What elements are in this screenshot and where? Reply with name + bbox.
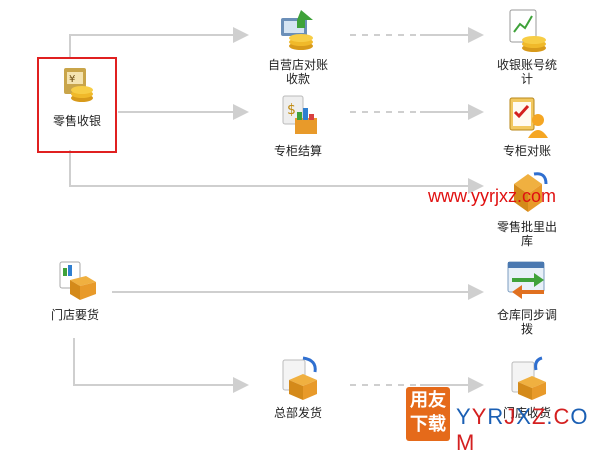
connector-retail-to-batch xyxy=(69,150,484,194)
node-warehouse-sync[interactable]: 仓库同步调拨 xyxy=(492,258,562,336)
selected-highlight-frame xyxy=(37,57,117,153)
transfer-arrows-icon xyxy=(507,261,545,299)
connector-request-to-hq xyxy=(73,338,249,393)
watermark-url: www.yyrjxz.com xyxy=(428,186,557,206)
node-counter-settle-label: 专柜结算 xyxy=(273,144,322,158)
node-own-store-recon-label: 自营店对账收款 xyxy=(267,58,328,86)
box-arrow-icon xyxy=(514,172,548,212)
node-store-request[interactable]: 门店要货 xyxy=(40,258,110,322)
node-cash-account-stats-label: 收银账号统计 xyxy=(496,58,557,86)
node-retail-cash-label: 零售收银 xyxy=(52,114,101,128)
site-logo-text: YYRJXZ.COM xyxy=(456,404,589,455)
badge-line-2: 下载 xyxy=(410,414,446,435)
counter-settle-icon: $ xyxy=(282,95,317,134)
store-payment-icon xyxy=(281,10,313,50)
flow-connectors xyxy=(69,27,484,393)
badge-line-1: 用友 xyxy=(410,390,446,411)
store-request-icon xyxy=(59,261,96,300)
node-counter-settle[interactable]: $ 专柜结算 xyxy=(263,94,333,158)
connector-retail-to-own-store xyxy=(69,27,249,58)
site-logo: YYRJXZ.COM xyxy=(456,404,602,456)
node-retail-batch-out-label: 零售批里出库 xyxy=(496,220,557,248)
node-counter-recon[interactable]: 专柜对账 xyxy=(492,94,562,158)
node-retail-batch-out[interactable]: 零售批里出库 xyxy=(492,170,562,248)
node-store-receive-label: 门店收货 xyxy=(502,406,551,420)
node-hq-ship-label: 总部发货 xyxy=(273,406,322,420)
node-retail-cash[interactable]: ¥ 零售收银 xyxy=(42,64,112,128)
node-store-receive[interactable]: 门店收货 xyxy=(492,356,562,420)
node-hq-ship[interactable]: 总部发货 xyxy=(263,356,333,420)
stats-chart-icon xyxy=(509,9,546,52)
node-store-request-label: 门店要货 xyxy=(50,308,99,322)
checklist-user-icon xyxy=(509,97,548,138)
node-cash-account-stats[interactable]: 收银账号统计 xyxy=(492,8,562,86)
node-warehouse-sync-label: 仓库同步调拨 xyxy=(496,308,557,336)
node-counter-recon-label: 专柜对账 xyxy=(502,144,551,158)
ship-box-icon xyxy=(282,356,317,400)
node-own-store-recon[interactable]: 自营店对账收款 xyxy=(263,8,333,86)
svg-text:$: $ xyxy=(287,102,296,118)
retail-cash-icon: ¥ xyxy=(64,68,93,102)
svg-text:¥: ¥ xyxy=(69,74,75,85)
receive-box-icon xyxy=(511,356,546,400)
yonyou-download-badge: 用友 下载 xyxy=(406,387,450,441)
